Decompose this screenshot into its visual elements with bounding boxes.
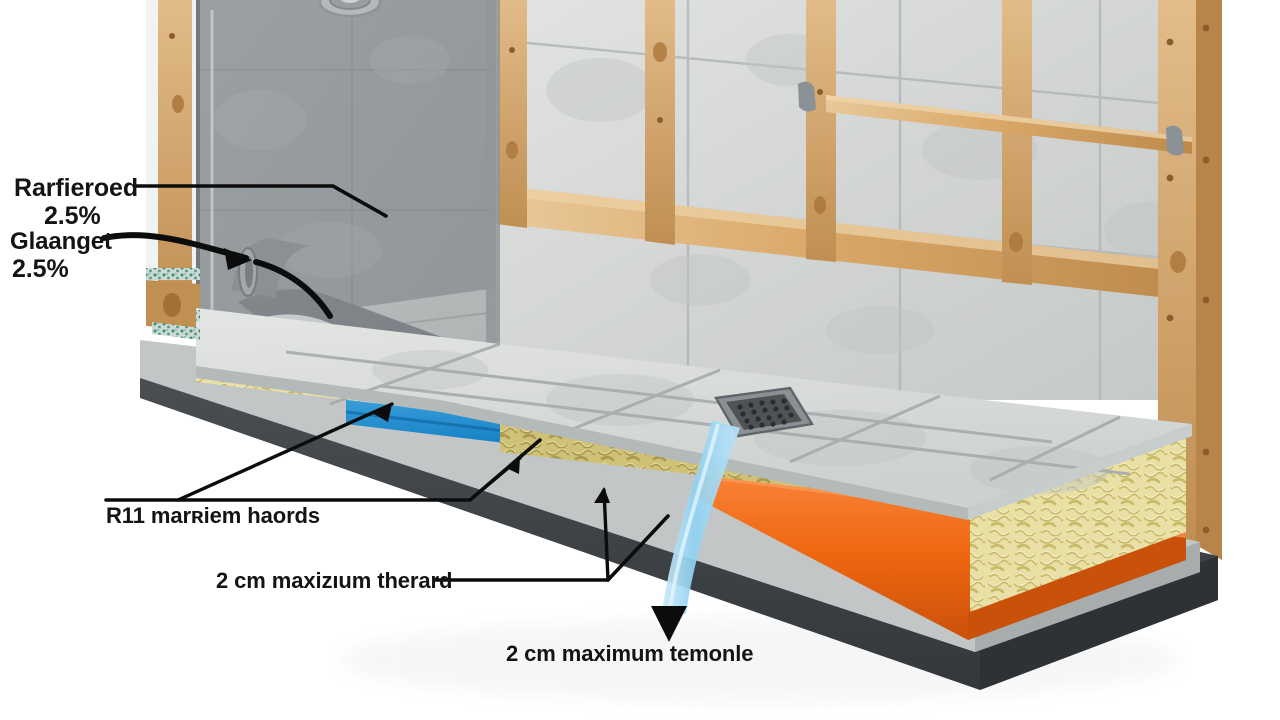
label-glanget-percent: 2.5% [12, 255, 69, 283]
drain-grate-holes [737, 398, 794, 430]
water-flow-arrowhead [651, 606, 687, 642]
floor-tile-grout-grid [285, 342, 1131, 482]
stud-3 [806, 0, 836, 262]
stud-knots [506, 42, 1186, 273]
leader-arrowhead-2 [506, 458, 520, 474]
wall-stud-framing [497, 0, 1222, 560]
joint-strip-corner [196, 310, 200, 322]
mortar-bed-right-face [970, 432, 1186, 612]
stud-1 [497, 0, 527, 228]
leader-arrowheads [374, 404, 610, 503]
orange-membrane-right-face [968, 530, 1186, 640]
label-screed-thickness: 2 cm maxizıum therard [216, 568, 453, 593]
label-r11-slip-rating: R11 marʀiem haords [106, 503, 321, 528]
leader-arrow-3-shaft [602, 488, 610, 582]
corner-post-side [1196, 0, 1222, 560]
leader-glanget [101, 232, 333, 319]
leader-arrowhead-3 [594, 487, 610, 503]
left-stud-screw [169, 33, 175, 39]
label-reinforced: Rarfieroed [14, 174, 139, 202]
wall-rail-assembly [798, 81, 1192, 156]
leader-arrowhead-1 [374, 404, 392, 422]
rail-brackets [798, 81, 1184, 156]
joint-strip-left [146, 268, 200, 280]
water-flow-stream [651, 420, 740, 642]
stud-4 [1002, 0, 1032, 285]
label-glanget: Glaanget [10, 228, 112, 255]
left-wall-framing [146, 0, 200, 330]
subfloor-slab-right-face [980, 556, 1218, 690]
leader-glanget-tail [253, 259, 333, 319]
label-reinforced-percent: 2.5% [44, 202, 101, 230]
label-maximum-threshold: 2 cm maximum temonle [506, 641, 754, 666]
leader-arrow-1-shaft [176, 402, 394, 502]
vertical-studs [497, 0, 1222, 560]
leader-reinforced [134, 184, 388, 218]
floor-tile-top [196, 308, 1192, 508]
floor-tile-edge-band-right [968, 424, 1192, 520]
rail-bracket-left [798, 81, 816, 112]
glass-panel-right-edge [486, 0, 500, 400]
joint-strip-floor [152, 322, 200, 340]
sole-plate-knot [163, 293, 181, 317]
wood-rail-highlight [826, 95, 1192, 142]
floor-drain[interactable] [714, 386, 814, 438]
leader-glanget-arrowhead [224, 248, 252, 270]
water-flow-ribbon [662, 420, 740, 614]
rail-bracket-right [1166, 125, 1184, 156]
water-flow-highlight [668, 423, 720, 609]
left-stud-knot [172, 95, 184, 113]
